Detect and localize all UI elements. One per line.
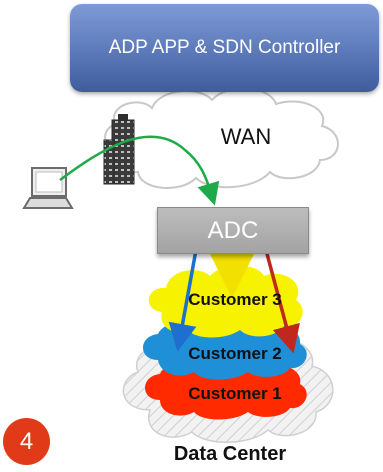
customer-1-label: Customer 1 xyxy=(188,384,282,403)
adc-label: ADC xyxy=(207,216,259,244)
datacenter-label: Data Center xyxy=(173,443,287,465)
traffic-arrow xyxy=(59,135,220,206)
red-path-arrow xyxy=(264,249,300,354)
controller-label: ADP APP & SDN Controller xyxy=(108,37,341,58)
customer-3-label: Customer 3 xyxy=(188,290,282,309)
laptop-icon xyxy=(22,167,74,209)
sdn-controller-box: ADP APP & SDN Controller xyxy=(70,4,379,92)
wan-cloud-icon xyxy=(104,87,339,190)
blue-path-arrow xyxy=(168,249,198,352)
building-icon xyxy=(103,114,135,185)
customer-3-cloud xyxy=(148,265,303,338)
wan-label: WAN xyxy=(220,124,272,149)
customer-2-label: Customer 2 xyxy=(188,344,282,363)
step-number-badge: 4 xyxy=(3,418,50,465)
step-number: 4 xyxy=(19,427,34,455)
adc-box: ADC xyxy=(157,207,309,254)
